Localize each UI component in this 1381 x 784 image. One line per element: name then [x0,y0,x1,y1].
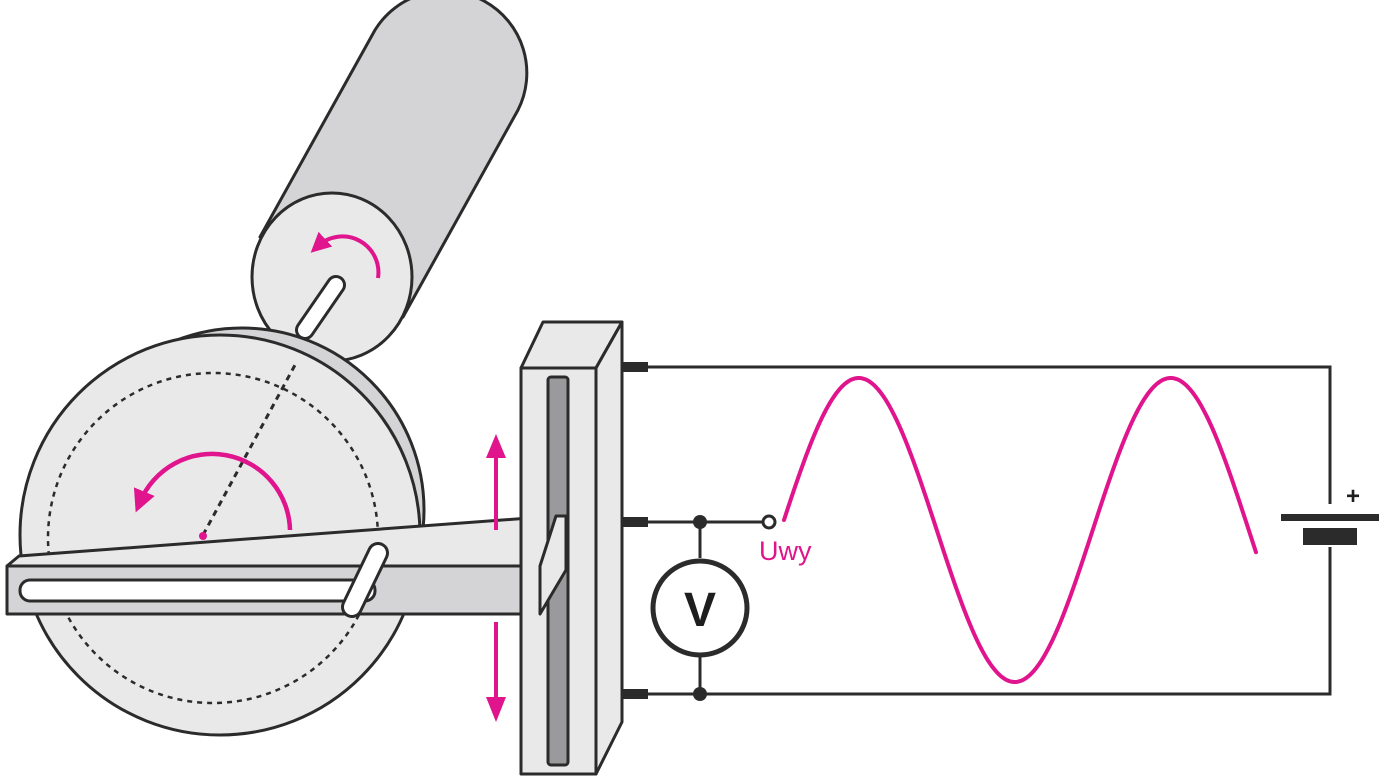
junction-dot-bottom [693,687,707,701]
circuit-wires [646,365,1332,696]
motor-shaft [295,275,346,340]
output-waveform [782,376,1258,684]
junction-dot-top [693,515,707,529]
terminal-wiper [622,517,648,527]
terminal-bottom [622,689,648,699]
link-wiper-end [538,514,568,616]
battery: + [1281,483,1379,545]
voltmeter-body [650,558,750,658]
wheel-center-dot [199,532,207,540]
battery-plus-label: + [1346,483,1360,510]
linear-potentiometer [519,320,624,776]
wheel-rotation-arrow-icon [133,451,293,531]
pot-side-face [594,320,624,776]
battery-plate-negative [1303,528,1357,545]
output-voltage-label: Uwy [759,536,812,566]
motor-rotation-arrow-icon [310,231,381,279]
pot-terminals [622,362,648,699]
wire-bottom [646,547,1332,696]
output-terminal [761,514,777,530]
slotted-link [5,514,568,618]
slider-motion-arrows-icon [486,434,506,722]
voltmeter-label: V [684,584,716,637]
motor [250,0,529,363]
terminal-top [622,362,648,372]
voltmeter: V [650,558,750,658]
battery-plate-positive [1281,514,1379,521]
link-slot [18,578,377,603]
wire-top [646,365,1332,504]
